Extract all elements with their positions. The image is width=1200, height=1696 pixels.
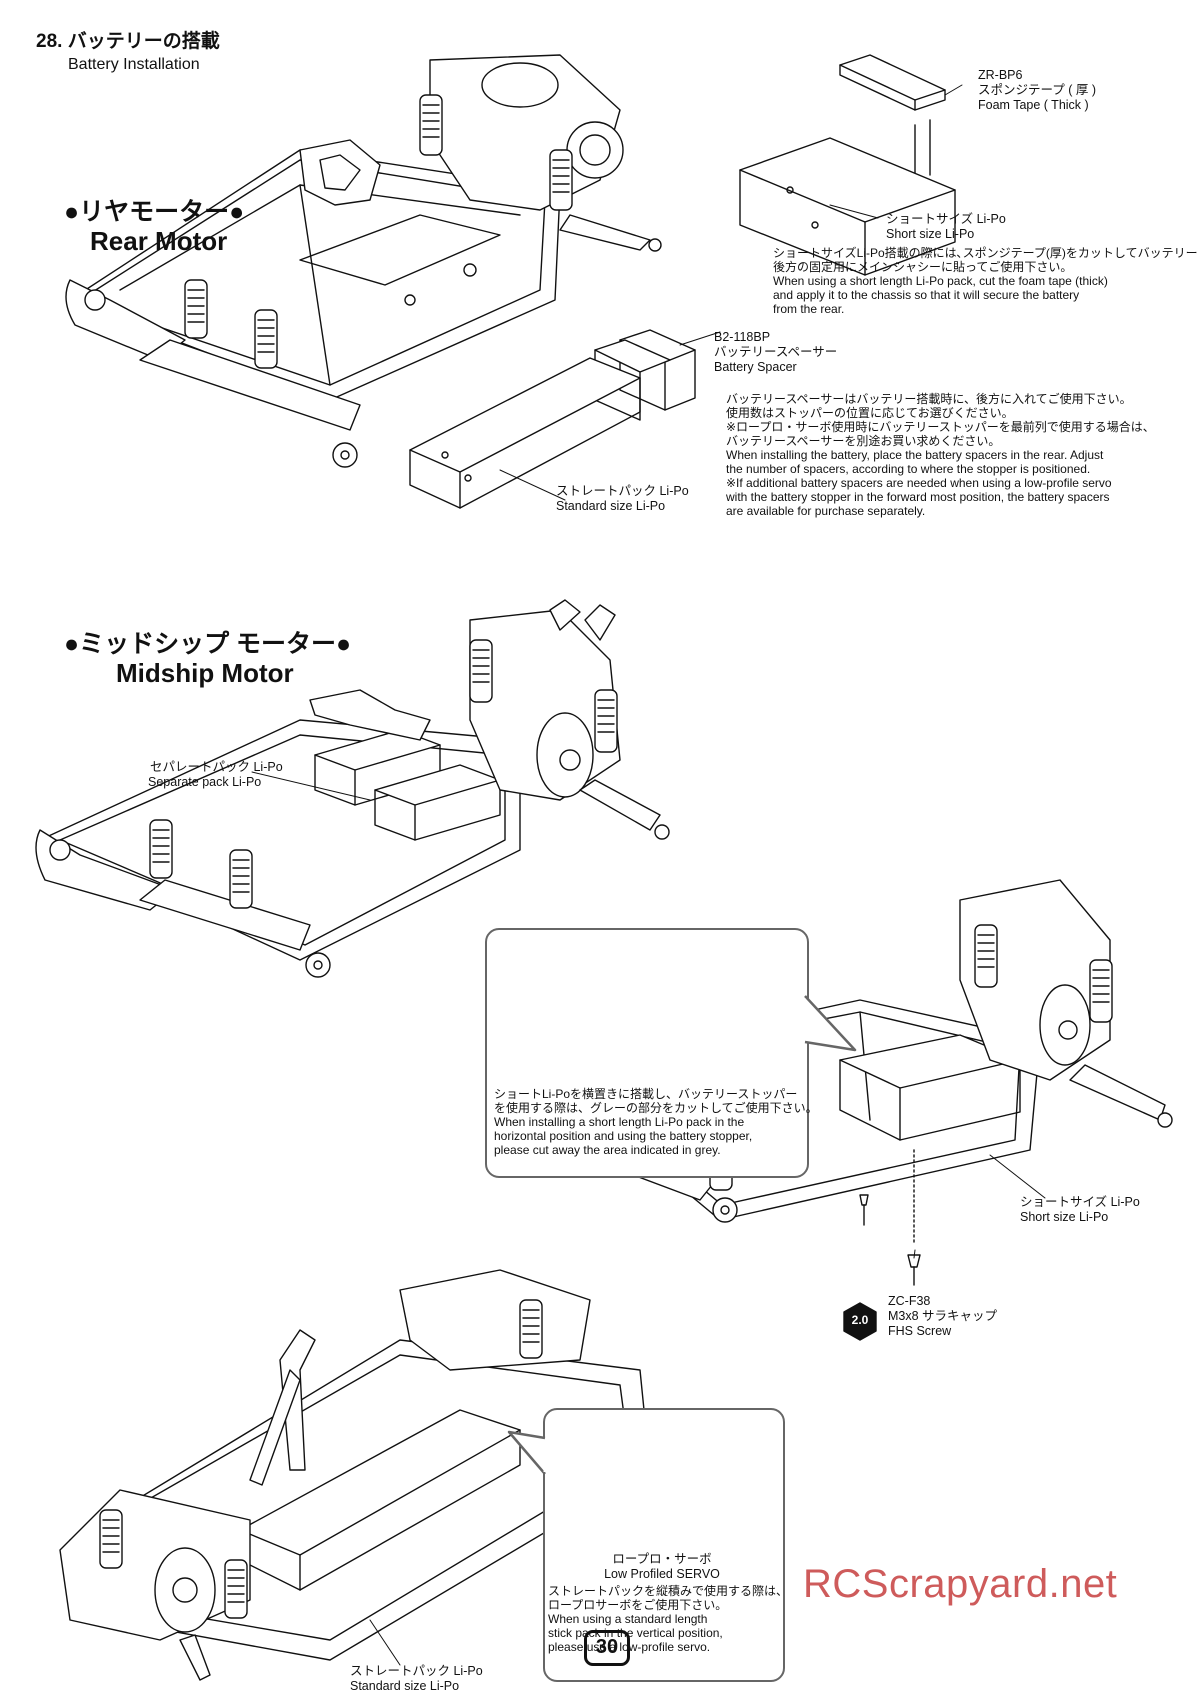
standard-lipo-and-spacer-illustration [409,329,696,509]
short-lipo-2-label-jp: ショートサイズ Li-Po [1020,1195,1140,1209]
standard-lipo-2-label-en: Standard size Li-Po [350,1679,460,1693]
servo-title-jp: ロープロ・サーボ [612,1552,712,1566]
leader-lines [251,84,1046,1666]
standard-lipo-label-jp: ストレートパック Li-Po [556,484,689,498]
short-lipo-note: ショートサイズLi-Po搭載の際には､スポンジテープ(厚)をカットしてバッテリー… [773,246,1198,316]
short-lipo-label-jp: ショートサイズ Li-Po [886,212,1006,226]
page-number: 30 [584,1630,630,1666]
stopper-callout-box [485,928,809,1178]
spacer-label-jp: バッテリースペーサー [714,345,838,359]
foam-tape-code: ZR-BP6 [978,68,1023,82]
standard-lipo-chassis-illustration [59,1269,651,1681]
servo-note: ストレートパックを縦積みで使用する際は、 ロープロサーボをご使用下さい。 Whe… [548,1584,789,1654]
rear-motor-chassis-illustration [65,54,662,468]
screw-label-en: FHS Screw [888,1324,952,1338]
spacer-code: B2-118BP [714,330,771,344]
standard-lipo-2-label-jp: ストレートパック Li-Po [350,1664,483,1678]
spacer-note: バッテリースペーサーはバッテリー搭載時に、後方に入れてご使用下さい。 使用数はス… [726,392,1155,518]
midship-motor-title-en: Midship Motor [116,658,294,688]
rear-motor-title-en: Rear Motor [90,226,228,256]
hex-wrench-badge [843,1302,877,1341]
short-lipo-2-label-en: Short size Li-Po [1020,1210,1109,1224]
midship-motor-title-jp: ●ミッドシップ モーター● [64,630,352,658]
spacer-label-en: Battery Spacer [714,360,797,374]
foam-tape-label-en: Foam Tape ( Thick ) [978,98,1089,112]
servo-callout-pointer [507,1430,549,1475]
midship-motor-chassis-illustration [35,599,670,978]
watermark: RCScrapyard.net [803,1562,1118,1606]
short-lipo-label-en: Short size Li-Po [886,227,975,241]
step-subtitle: Battery Installation [68,56,200,73]
foam-tape-label-jp: スポンジテープ ( 厚 ) [978,83,1096,97]
separate-lipo-label-en: Separate pack Li-Po [148,775,262,789]
foam-tape-and-short-lipo-illustration [739,54,956,276]
screw-label-jp: M3x8 サラキャップ [888,1309,998,1323]
rear-motor-title-jp: ●リヤモーター● [64,198,245,226]
servo-title-en: Low Profiled SERVO [604,1567,720,1581]
hex-wrench-size: 2.0 [851,1313,869,1327]
standard-lipo-label-en: Standard size Li-Po [556,499,666,513]
stopper-note: ショートLi-Poを横置きに搭載し、バッテリーストッパー を使用する際は、グレー… [494,1087,818,1157]
stopper-callout-pointer [800,995,857,1052]
screw-code: ZC-F38 [888,1294,931,1308]
servo-callout-box [543,1408,785,1682]
separate-lipo-label-jp: セパレートパック Li-Po [150,760,283,774]
step-title: 28. バッテリーの搭載 [36,31,220,52]
